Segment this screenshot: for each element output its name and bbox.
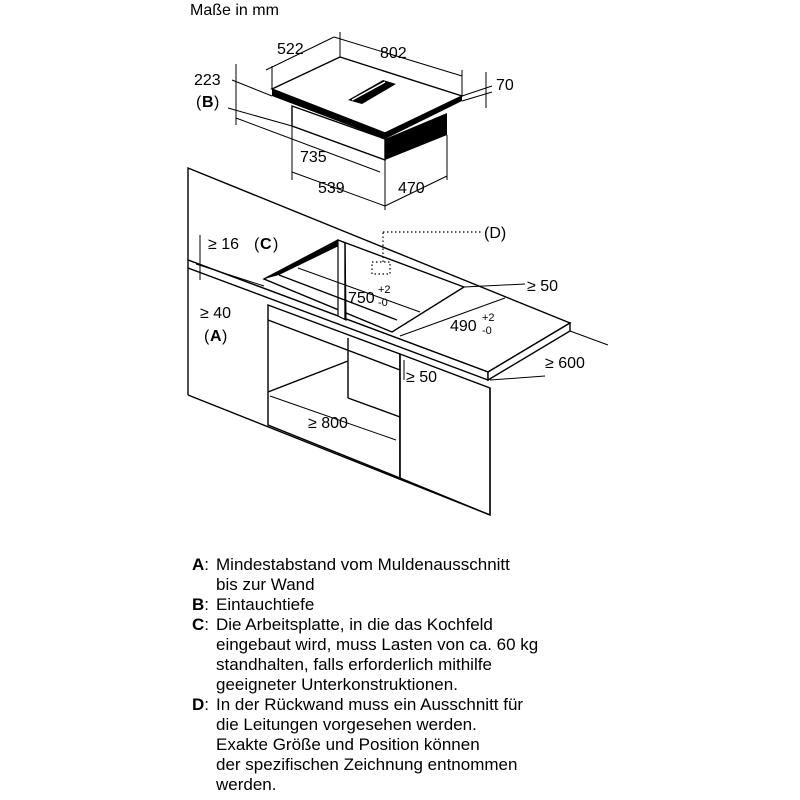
svg-text:): ) (214, 94, 219, 111)
legend-item-d: D: In der Rückwand muss ein Ausschnitt f… (192, 695, 792, 795)
installation-diagram: Maße in mm 522 802 70 223 (187, 2, 609, 517)
legend-item-a: A: Mindestabstand vom Muldenausschnitt b… (192, 555, 792, 595)
min-side-label: ≥ 50 (527, 278, 558, 295)
svg-text:(: ( (204, 328, 210, 345)
hob-height-label: 70 (496, 77, 514, 94)
min-front-edge-ref: C (260, 236, 272, 253)
hob-total-depth-label: 223 (194, 72, 221, 89)
legend-key-c: C (192, 615, 205, 634)
svg-text:(: ( (196, 94, 202, 111)
box-depth-label: 539 (318, 180, 345, 197)
units-label: Maße in mm (190, 2, 279, 19)
legend-text-a: Mindestabstand vom Muldenausschnitt bis … (216, 555, 510, 594)
legend-key-d: D (192, 695, 205, 714)
legend-text-c: Die Arbeitsplatte, in die das Kochfeld e… (216, 615, 539, 694)
cutout-width-tol-plus: +2 (378, 284, 391, 296)
legend-item-b: B: Eintauchtiefe (192, 595, 792, 615)
legend: A: Mindestabstand vom Muldenausschnitt b… (192, 555, 792, 795)
rear-opening-label: (D) (484, 225, 506, 242)
box-front-label: 470 (398, 180, 425, 197)
cutout-depth-tol-minus: -0 (482, 325, 492, 337)
min-cabinet-label: ≥ 800 (308, 415, 348, 432)
hob-depth-label: 522 (277, 41, 304, 58)
hob-total-depth-ref: B (202, 94, 214, 111)
min-wall-label: ≥ 40 (200, 305, 231, 322)
hob-width-label: 802 (380, 45, 407, 62)
cutout-depth-tol-plus: +2 (482, 312, 495, 324)
svg-text:): ) (222, 328, 227, 345)
svg-text:(: ( (254, 236, 260, 253)
cutout-width-tol-minus: -0 (378, 297, 388, 309)
min-front-edge-label: ≥ 16 (208, 236, 239, 253)
legend-key-b: B (192, 595, 205, 614)
min-depth-counter-label: ≥ 600 (545, 355, 585, 372)
countertop-drawing: (D) ≥ 16 ( C ) ≥ 40 ( A ) 750 +2 -0 490 … (187, 166, 609, 517)
box-width-label: 735 (300, 149, 327, 166)
rear-opening-marker (371, 261, 391, 275)
min-wall-ref: A (210, 328, 222, 345)
cutout-depth-label: 490 (450, 318, 477, 335)
hob-drawing: 522 802 70 223 ( B ) 735 539 470 (194, 32, 514, 210)
min-back-label: ≥ 50 (406, 369, 437, 386)
legend-text-d: In der Rückwand muss ein Ausschnitt für … (216, 695, 524, 794)
legend-text-b: Eintauchtiefe (216, 595, 315, 614)
svg-text:): ) (273, 236, 278, 253)
legend-key-a: A (192, 555, 205, 574)
legend-item-c: C: Die Arbeitsplatte, in die das Kochfel… (192, 615, 792, 695)
cutout-width-label: 750 (348, 290, 375, 307)
